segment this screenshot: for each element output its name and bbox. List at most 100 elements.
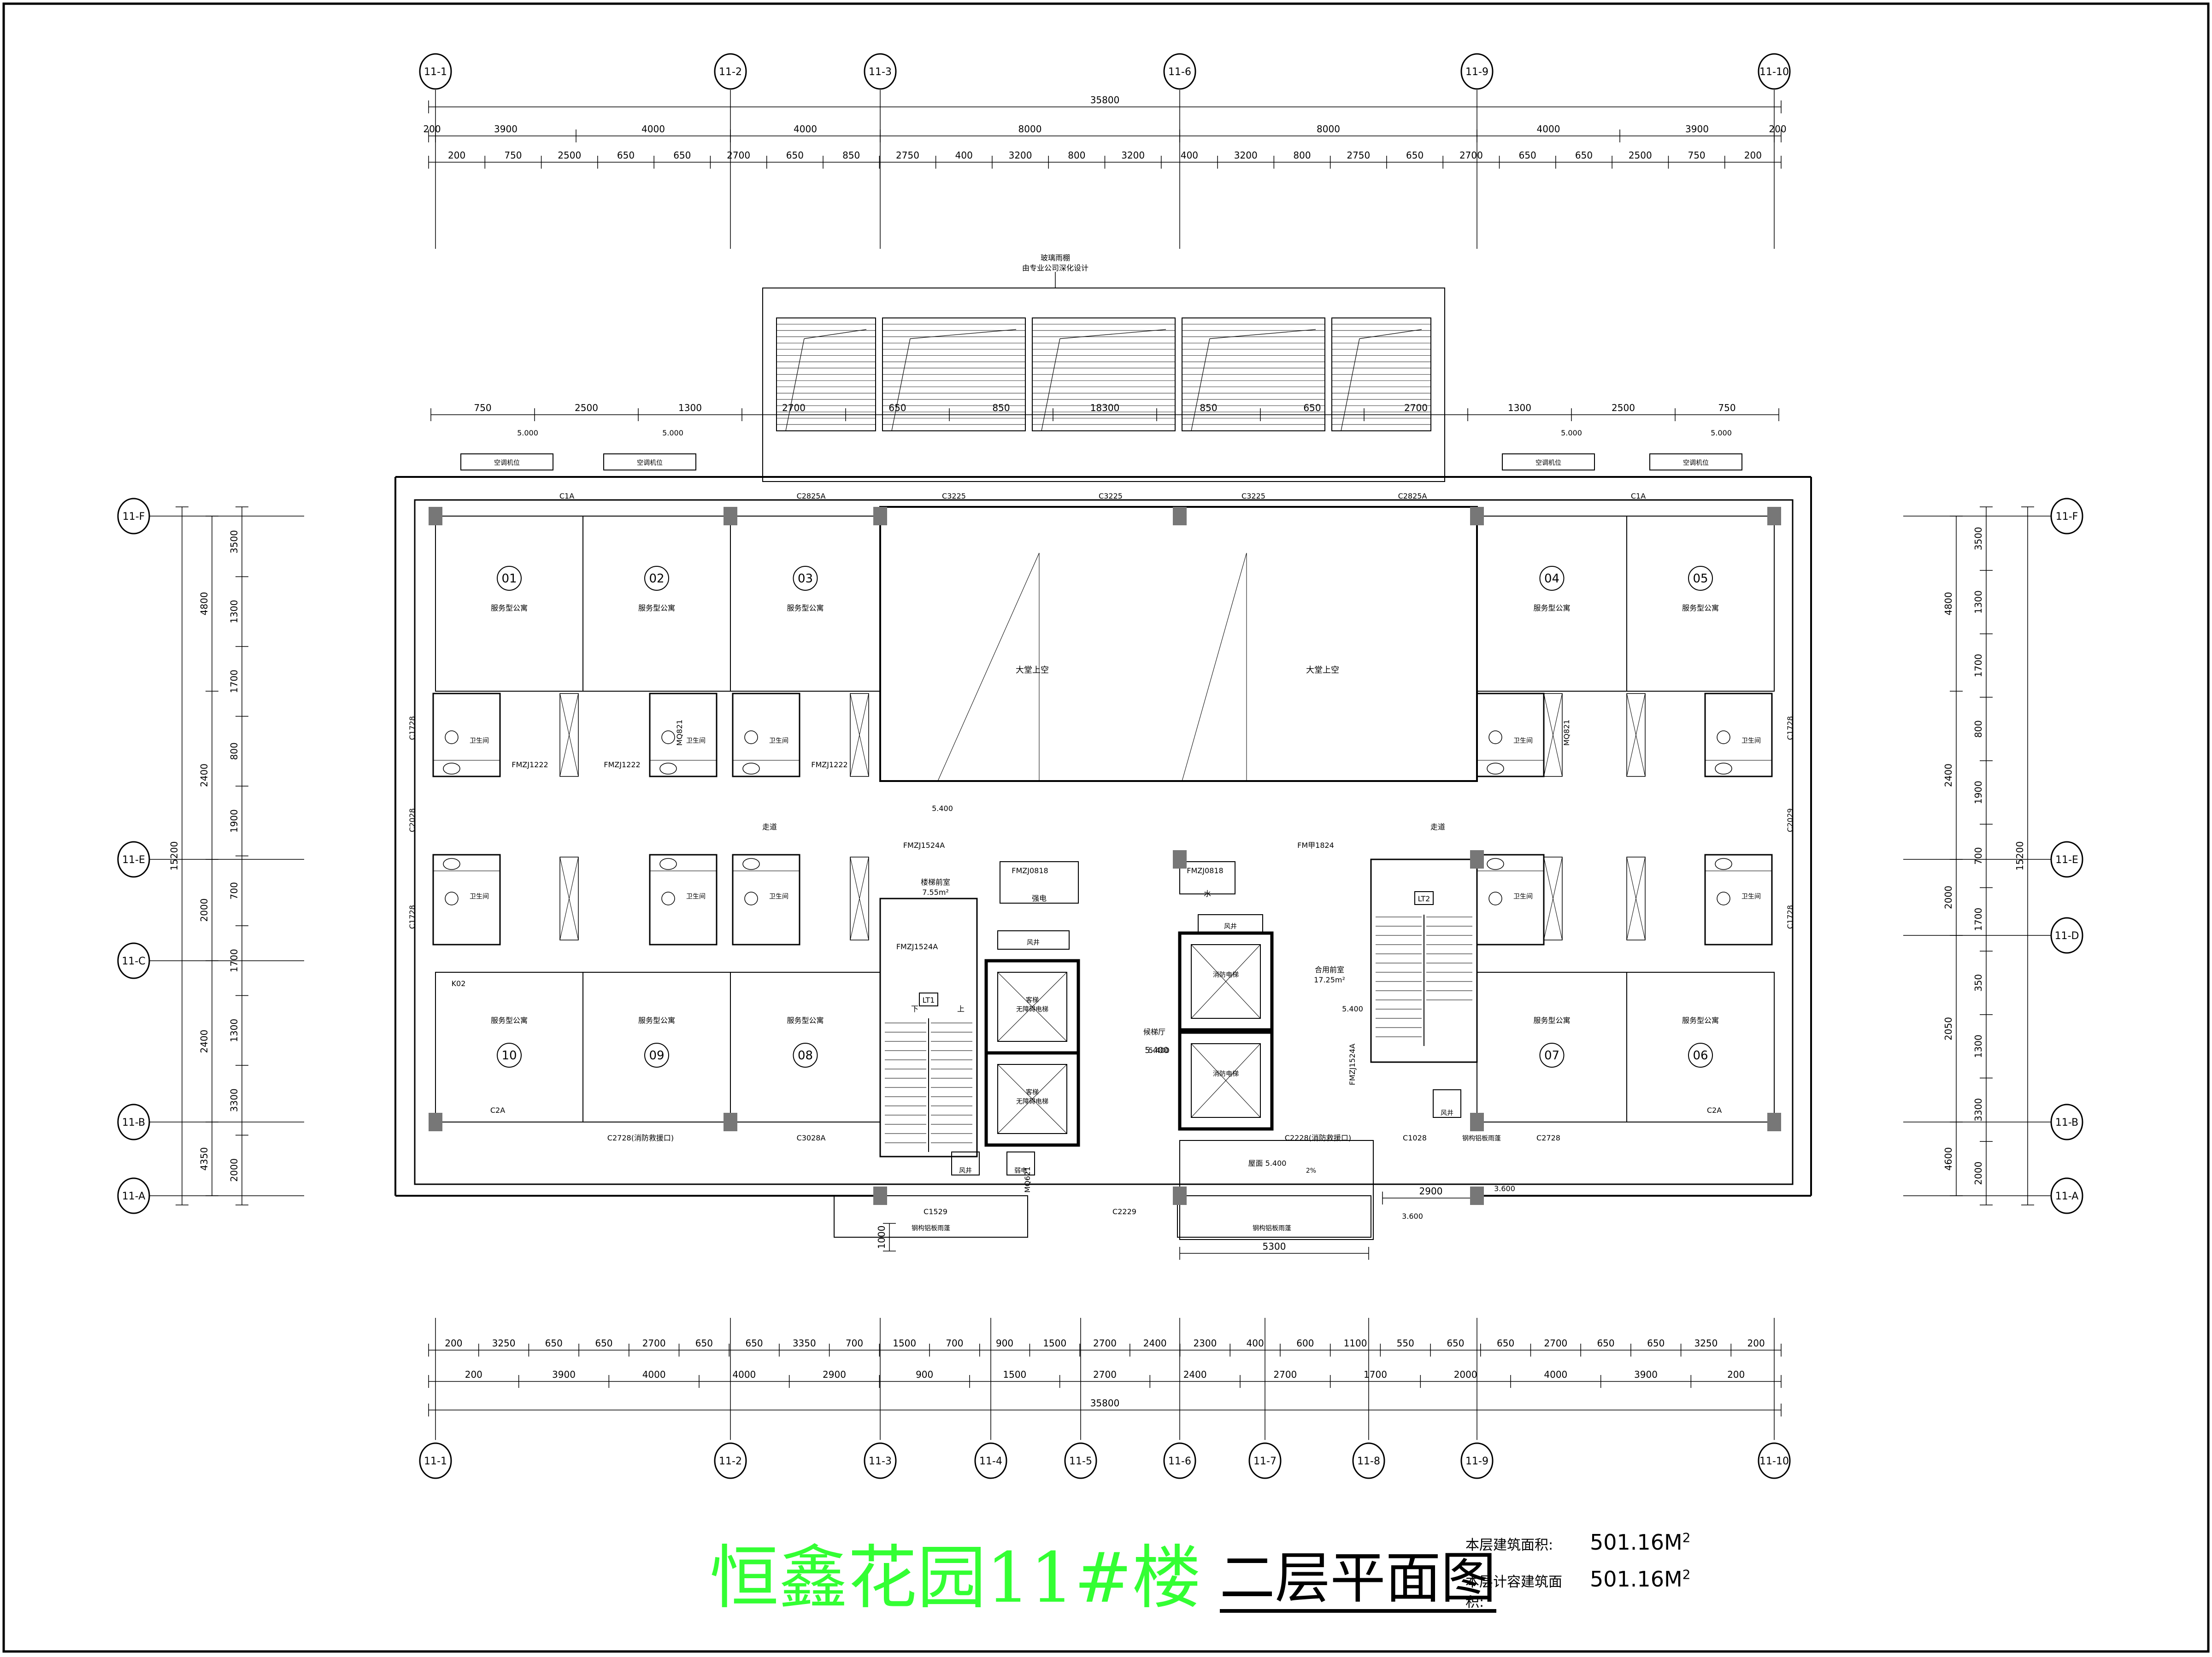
dim-right-inner-text: 3300 bbox=[1973, 1098, 1984, 1122]
roof-level-label: 屋面 5.400 bbox=[1248, 1159, 1287, 1168]
dim-top-row2-text: 2750 bbox=[1347, 150, 1370, 161]
dim-left-total-text: 15200 bbox=[169, 841, 180, 871]
canopy-panel-slope bbox=[1059, 329, 1166, 339]
dim-bottom-row1-text: 650 bbox=[695, 1338, 713, 1349]
door-tag: FMZJ1222 bbox=[512, 760, 548, 769]
dim-top-row1-text: 200 bbox=[423, 123, 441, 135]
dim-left-inner-text: 1300 bbox=[229, 600, 240, 623]
level-mark: 5.000 bbox=[662, 429, 683, 437]
dim-canopy-text: 650 bbox=[888, 402, 906, 413]
air-shaft-label: 风井 bbox=[959, 1167, 972, 1175]
dim-bottom-row2-text: 2700 bbox=[1273, 1369, 1297, 1380]
canopy-panel-slope bbox=[1209, 329, 1316, 339]
bathroom-label: 卫生间 bbox=[470, 737, 489, 745]
dim-bottom-row1-text: 550 bbox=[1397, 1338, 1414, 1349]
dim-top-total-text: 35800 bbox=[1090, 94, 1120, 106]
structural-column bbox=[873, 1187, 887, 1205]
toilet-icon bbox=[1717, 730, 1730, 744]
unit-room-bottom bbox=[1477, 972, 1627, 1122]
window-tag: C2228(消防救援口) bbox=[1285, 1134, 1351, 1142]
canopy-panel-slope bbox=[1191, 338, 1210, 431]
axis-bubble-top bbox=[1163, 53, 1196, 90]
air-shaft-label: 风井 bbox=[1027, 939, 1040, 946]
canopy-note: 由专业公司深化设计 bbox=[1022, 264, 1088, 272]
level-mark: 5.400 bbox=[932, 804, 953, 813]
door-tag: FMZJ0818 bbox=[1012, 866, 1048, 875]
dim-left-inner-text: 1300 bbox=[229, 1019, 240, 1042]
dim-bottom-row1-text: 650 bbox=[545, 1338, 563, 1349]
dim-top-row1-text: 4000 bbox=[794, 123, 817, 135]
passenger-lift-car bbox=[997, 972, 1067, 1042]
air-shaft-label: 风井 bbox=[1441, 1110, 1453, 1117]
unit-number: 07 bbox=[1544, 1049, 1559, 1063]
ac-unit bbox=[1649, 453, 1742, 470]
dim-canopy-text: 1300 bbox=[1508, 402, 1531, 413]
door-tag: K02 bbox=[452, 979, 466, 988]
bathroom-bottom bbox=[732, 854, 800, 946]
ac-unit-label: 空调机位 bbox=[637, 459, 663, 467]
closet bbox=[559, 693, 579, 777]
level-mark: 5.400 bbox=[1148, 1046, 1170, 1055]
fire-lift-label: 消防电梯 bbox=[1213, 971, 1239, 979]
steel-canopy-right-label: 钢构铝板雨蓬 bbox=[1253, 1225, 1291, 1232]
water-room bbox=[1179, 861, 1235, 894]
basin-icon bbox=[659, 858, 677, 870]
toilet-icon bbox=[1717, 892, 1730, 905]
unit-number: 04 bbox=[1544, 572, 1559, 586]
structural-column bbox=[1767, 507, 1781, 525]
axis-bubble-bottom-label: 11-4 bbox=[979, 1456, 1002, 1467]
dim-right-inner-text: 2000 bbox=[1973, 1162, 1984, 1185]
ac-unit-label: 空调机位 bbox=[1535, 459, 1561, 467]
passenger-lift-label: 客梯 bbox=[1026, 1088, 1039, 1096]
door-tag: FMZJ1222 bbox=[811, 760, 847, 769]
dim-bottom-row1-text: 1500 bbox=[1043, 1338, 1066, 1349]
dim-right-outer-text: 2400 bbox=[1943, 764, 1954, 787]
unit-number: 08 bbox=[798, 1049, 813, 1063]
axis-bubble-right bbox=[2050, 917, 2083, 954]
axis-bubble-bottom bbox=[864, 1442, 897, 1479]
unit-number-circle bbox=[793, 566, 818, 591]
dim-left-outer-text: 2000 bbox=[199, 899, 210, 922]
axis-bubble-bottom bbox=[1460, 1442, 1494, 1479]
toilet-icon bbox=[445, 892, 459, 905]
stair-tag bbox=[919, 993, 938, 1006]
lift-hall-label: 候梯厅 bbox=[1143, 1028, 1165, 1036]
axis-bubble-left-label: 11-A bbox=[122, 1191, 146, 1202]
unit-number-circle bbox=[1688, 566, 1713, 591]
unit-label: 服务型公寓 bbox=[638, 1016, 675, 1025]
structural-column bbox=[1470, 1187, 1484, 1205]
basin-icon bbox=[1715, 858, 1732, 870]
area-value: 501.16M2 bbox=[1590, 1530, 1691, 1555]
ac-unit-label: 空调机位 bbox=[494, 459, 520, 467]
stair-2 bbox=[1370, 858, 1478, 1063]
structural-column bbox=[1173, 1187, 1187, 1205]
structural-column bbox=[873, 507, 887, 525]
axis-bubble-bottom-label: 11-2 bbox=[719, 1456, 742, 1467]
steel-canopy-left-label: 钢构铝板雨蓬 bbox=[912, 1225, 950, 1232]
steel-canopy-label: 钢构铝板雨蓬 bbox=[1462, 1135, 1501, 1142]
area-summary: 本层建筑面积: 501.16M2 本层计容建筑面积: 501.16M2 bbox=[1465, 1530, 1742, 1610]
dim-bottom-row1-text: 700 bbox=[946, 1338, 963, 1349]
bathroom-label: 卫生间 bbox=[1741, 737, 1761, 745]
weak-room-label: 弱电 bbox=[1014, 1167, 1027, 1175]
dim-top-row2-text: 650 bbox=[1519, 150, 1536, 161]
elec-room-label: 强电 bbox=[1032, 894, 1047, 903]
basin-icon bbox=[1487, 858, 1504, 870]
refuge-room-1: 楼梯前室 bbox=[921, 878, 950, 887]
canopy-panel-slope bbox=[785, 338, 805, 431]
ac-unit bbox=[1502, 453, 1595, 470]
dim-top-row2-text: 650 bbox=[1406, 150, 1424, 161]
dim-canopy-text: 2700 bbox=[782, 402, 806, 413]
level-label: 3.600 bbox=[1494, 1184, 1515, 1193]
dim-top-row2-text: 3200 bbox=[1009, 150, 1032, 161]
unit-label: 服务型公寓 bbox=[1533, 1016, 1570, 1025]
window-tag: C1028 bbox=[1403, 1134, 1427, 1142]
ac-unit-label: 空调机位 bbox=[1683, 459, 1709, 467]
axis-bubble-right-label: 11-B bbox=[2055, 1117, 2078, 1128]
axis-bubble-right-label: 11-D bbox=[2055, 930, 2079, 942]
dim-left-outer-text: 4800 bbox=[199, 592, 210, 616]
dim-top-row2-text: 650 bbox=[786, 150, 804, 161]
axis-bubble-bottom-label: 11-1 bbox=[424, 1456, 447, 1467]
structural-column bbox=[724, 1113, 737, 1131]
door-tag: FMZJ0818 bbox=[1187, 866, 1223, 875]
